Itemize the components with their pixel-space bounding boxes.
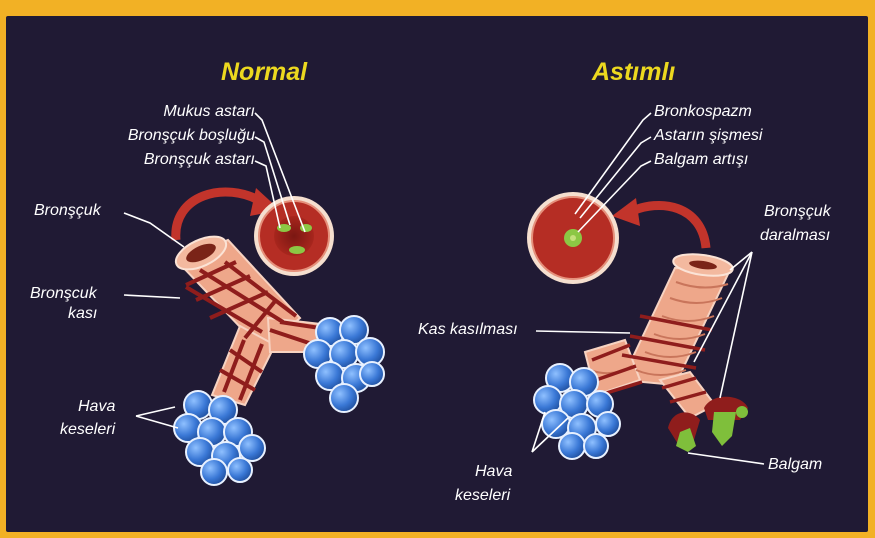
asthmatic-title: Astımlı xyxy=(592,58,675,87)
normal-air-sacs-left xyxy=(174,391,265,485)
label-air-sacs-normal-line1: Hava xyxy=(78,397,115,417)
label-air-sacs-normal-line2: keseleri xyxy=(60,420,115,440)
label-bronchospasm: Bronkospazm xyxy=(654,102,752,122)
label-narrowing-line1: Bronşçuk xyxy=(764,202,831,222)
label-lining-swelling: Astarın şişmesi xyxy=(654,126,762,146)
label-muscle-contraction: Kas kasılması xyxy=(418,320,518,340)
label-mucus: Balgam xyxy=(768,455,822,475)
label-narrowing-line2: daralması xyxy=(760,226,830,246)
asthma-cross-section xyxy=(527,192,619,284)
label-bronchiole-lumen: Bronşçuk boşluğu xyxy=(128,126,255,146)
label-bronchiole-muscle-line1: Bronşcuk xyxy=(30,284,97,304)
normal-air-sacs-right xyxy=(304,316,384,412)
label-mucus-increase: Balgam artışı xyxy=(654,150,748,170)
label-mucus-lining: Mukus astarı xyxy=(163,102,255,122)
normal-title: Normal xyxy=(221,58,307,87)
normal-airway xyxy=(171,188,334,405)
normal-cross-section xyxy=(254,196,334,276)
label-bronchiole-muscle-line2: kası xyxy=(68,304,97,324)
label-air-sacs-asthma-line1: Hava xyxy=(475,462,512,482)
label-bronchiole: Bronşçuk xyxy=(34,201,101,221)
label-air-sacs-asthma-line2: keseleri xyxy=(455,486,510,506)
label-bronchiole-lining: Bronşçuk astarı xyxy=(144,150,255,170)
